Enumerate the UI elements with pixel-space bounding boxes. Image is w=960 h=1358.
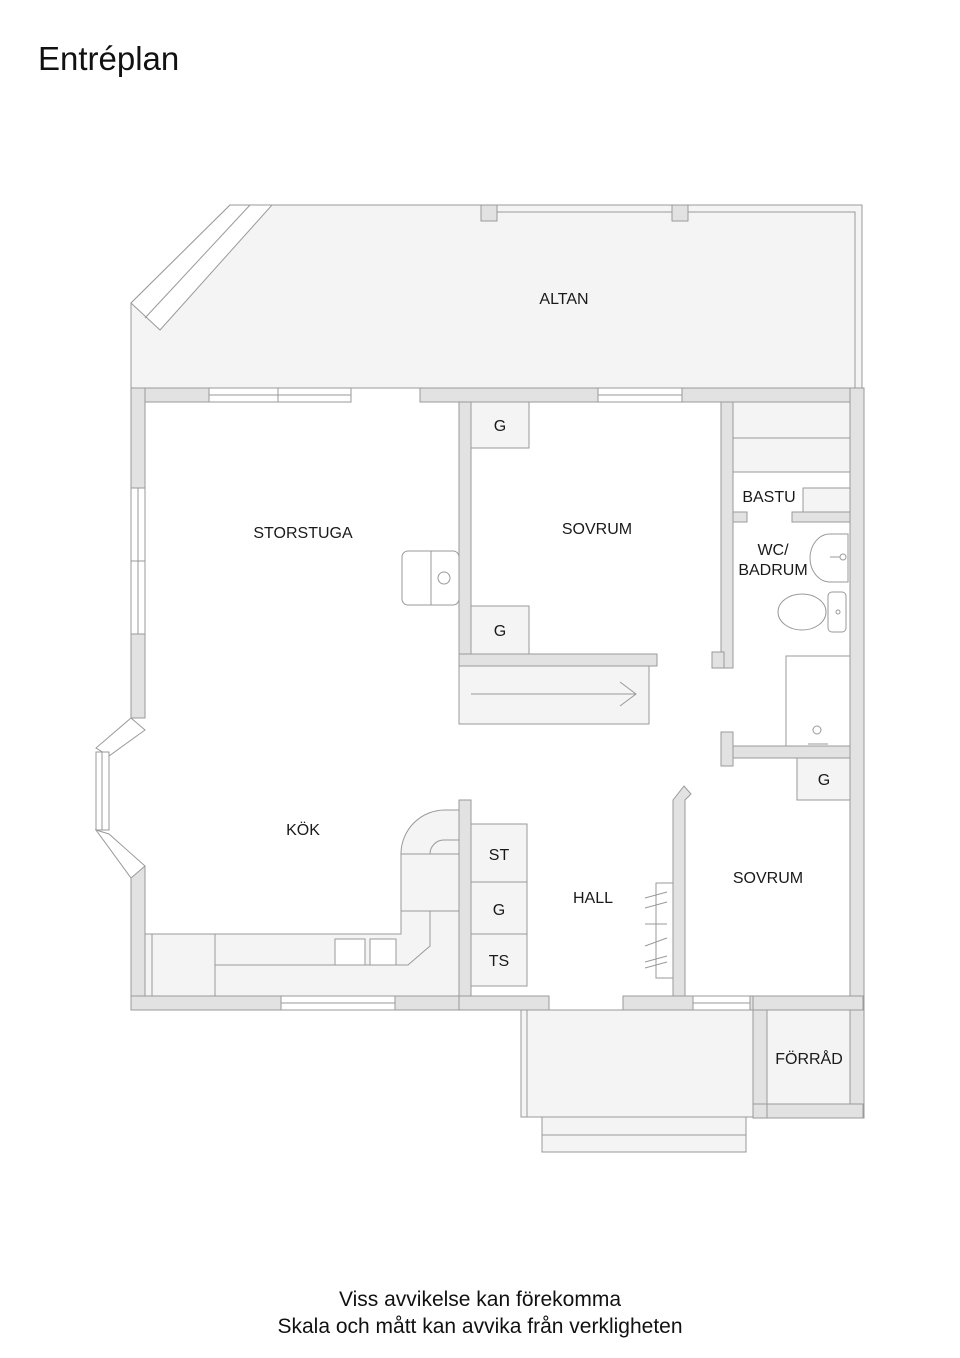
room-label-forrad: FÖRRÅD [775, 1049, 843, 1068]
fixture-label-ts: TS [489, 953, 509, 970]
altan-deck [130, 204, 863, 389]
room-label-badrum: BADRUM [738, 562, 807, 579]
wardrobe-label-g-hall: G [493, 902, 505, 919]
wardrobe-label-g-top: G [494, 418, 506, 435]
hall-wardrobe [644, 882, 674, 979]
page-title: Entréplan [38, 40, 180, 77]
wardrobe-label-g-mid: G [494, 623, 506, 640]
fixture-label-st: ST [489, 847, 510, 864]
room-label-storstuga: STORSTUGA [253, 525, 353, 542]
room-label-kok: KÖK [286, 821, 320, 839]
entrance-porch [520, 1009, 851, 1153]
room-label-hall: HALL [573, 890, 613, 907]
staircase [458, 665, 650, 725]
windows [94, 387, 751, 1011]
room-label-sovrum-2: SOVRUM [733, 870, 803, 887]
storage-cabinets [470, 401, 851, 987]
wc-fixtures [777, 533, 851, 747]
disclaimer-line-2: Skala och mått kan avvika från verklighe… [277, 1315, 683, 1338]
kitchen-counters [144, 809, 460, 997]
room-label-altan: ALTAN [539, 291, 588, 308]
fireplace [401, 550, 460, 606]
bastu-benches [732, 401, 851, 513]
room-label-wc: WC/ [757, 542, 789, 559]
disclaimer-line-1: Viss avvikelse kan förekomma [338, 1288, 622, 1311]
disclaimer: Viss avvikelse kan förekomma Skala och m… [0, 1286, 960, 1340]
room-label-bastu: BASTU [742, 489, 795, 506]
wardrobe-label-g-right: G [818, 772, 830, 789]
room-label-sovrum-1: SOVRUM [562, 521, 632, 538]
